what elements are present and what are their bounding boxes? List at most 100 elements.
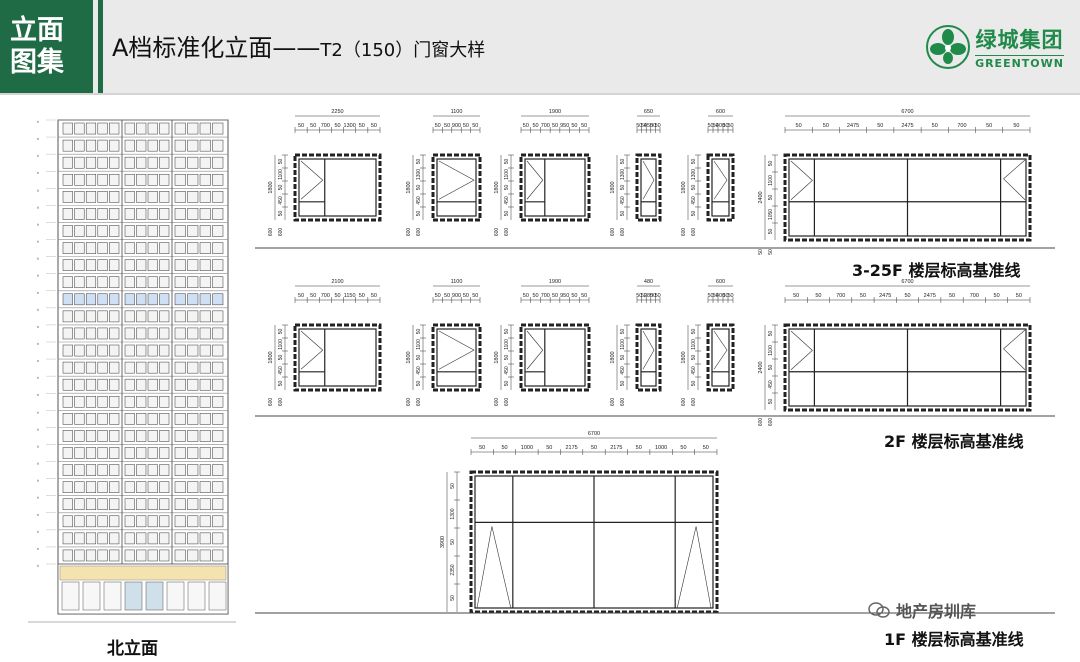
dimension-total: 1800 [681, 351, 687, 363]
level-marker: ± [37, 205, 39, 209]
window-unit [187, 242, 199, 254]
row2-window-0 [293, 323, 382, 392]
window-unit [109, 430, 120, 442]
window-unit [174, 395, 186, 408]
dimension-total: 1800 [681, 181, 687, 193]
dimension-sill: 600 [504, 228, 510, 237]
window-unit [187, 139, 199, 152]
frame-inner [436, 158, 477, 217]
level-marker: ± [37, 444, 39, 448]
dimension-part: 450 [416, 366, 422, 375]
window-unit [199, 413, 211, 425]
dimension-part: 50 [768, 161, 774, 167]
dimension-total: 2400 [758, 191, 764, 203]
window-unit [147, 156, 158, 169]
window-unit [62, 173, 73, 186]
window-unit [212, 481, 224, 493]
window-unit [199, 327, 211, 340]
window-unit [187, 464, 199, 476]
dimension-part: 50 [278, 381, 284, 387]
window-unit [187, 225, 199, 237]
window-unit [199, 515, 211, 528]
dimension-part: 450 [620, 366, 626, 375]
window-unit [199, 378, 211, 391]
dimension-part: 50 [435, 123, 441, 129]
dimension-part: 1150 [344, 293, 356, 299]
dimension-part: 50 [552, 293, 558, 299]
dimension-sill: 600 [494, 398, 500, 407]
window-unit [136, 515, 147, 528]
dimension-part: 50 [310, 123, 316, 129]
dimension-part: 50 [691, 159, 697, 165]
window-unit [174, 498, 186, 511]
window-unit [174, 122, 186, 135]
window-unit [187, 310, 199, 323]
window-unit [62, 532, 73, 545]
dimension-part: 700 [541, 293, 550, 299]
window-unit [74, 208, 85, 220]
window-unit [124, 447, 135, 459]
window-unit [199, 173, 211, 186]
dimension-sill: 600 [406, 228, 412, 237]
dimension-part: 900 [452, 293, 461, 299]
window-unit [147, 208, 158, 220]
dimension-part: 50 [359, 123, 365, 129]
window-unit [109, 515, 120, 528]
window-unit [159, 191, 170, 203]
dimension-part: 50 [501, 445, 507, 451]
dimension-total: 6700 [588, 431, 600, 437]
window-unit [85, 310, 97, 323]
dimension-part: 50 [581, 123, 587, 129]
window-unit [136, 156, 147, 169]
dimension-part: 450 [504, 196, 510, 205]
dimension-sill: 600 [681, 398, 687, 407]
window-unit [109, 139, 120, 152]
watermark: 地产房圳库 [868, 598, 976, 622]
frame-inner [298, 158, 377, 217]
dimension-part: 50 [450, 595, 456, 601]
dimension-part: 280 [644, 293, 653, 299]
window-unit [74, 344, 85, 357]
row1-window-2 [519, 153, 591, 222]
window-unit [136, 327, 147, 340]
window-unit [159, 515, 170, 528]
row1-window-0 [293, 153, 382, 222]
dimension-part: 450 [416, 196, 422, 205]
window-unit [199, 156, 211, 169]
dimension-part: 700 [957, 123, 966, 129]
window-unit [212, 447, 224, 459]
window-unit [62, 430, 73, 442]
page-title: A档标准化立面——T2（150）门窗大样 [112, 28, 485, 63]
window-unit [174, 156, 186, 169]
window-unit [74, 481, 85, 493]
window-unit [124, 395, 135, 408]
level-marker: ± [37, 393, 39, 397]
dimension-part: 50 [591, 445, 597, 451]
window-unit [187, 276, 199, 289]
window-unit [74, 378, 85, 391]
window-unit [85, 327, 97, 340]
window-unit [199, 498, 211, 511]
dimension-sill: 600 [610, 228, 616, 237]
window-unit [187, 293, 199, 306]
dimension-part: 50 [691, 329, 697, 335]
dimension-part: 1000 [655, 445, 667, 451]
level-marker: ± [37, 479, 39, 483]
window-unit [124, 413, 135, 425]
window-unit [159, 225, 170, 237]
dimension-part: 50 [359, 293, 365, 299]
dimension-part: 950 [560, 293, 569, 299]
window-unit [174, 242, 186, 254]
dimension-part: 50 [504, 185, 510, 191]
window-unit [199, 208, 211, 220]
dimension-part: 1100 [504, 339, 510, 350]
dimension-total: 1800 [406, 181, 412, 193]
window-unit [136, 395, 147, 408]
row3-door-frame [469, 470, 719, 614]
dimension-sill: 600 [620, 398, 626, 407]
window-unit [147, 378, 158, 391]
window-unit [147, 361, 158, 374]
window-unit [97, 481, 108, 493]
level-marker: ± [37, 462, 39, 466]
window-unit [136, 225, 147, 237]
